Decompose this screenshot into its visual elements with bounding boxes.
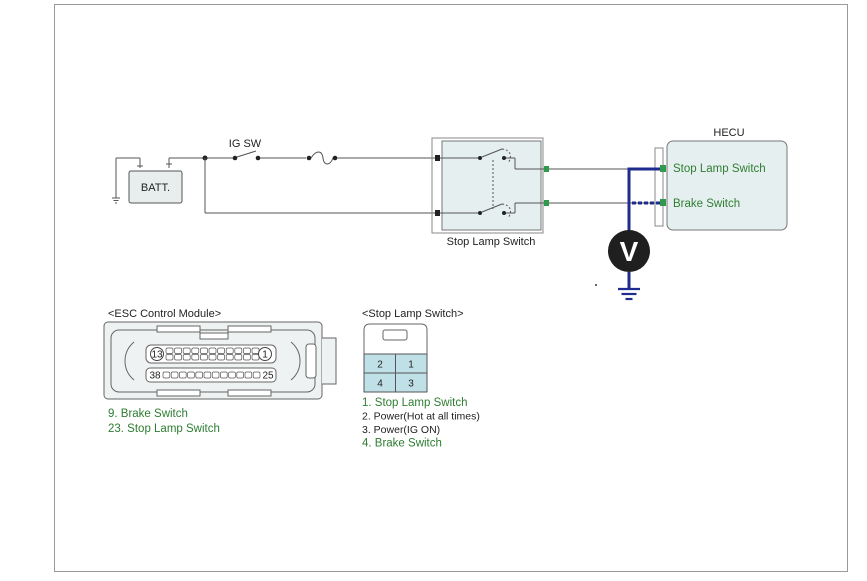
esc-pin-row-top (165, 347, 260, 361)
esc-pin-cavity (220, 371, 228, 379)
esc-pin-cavity (174, 347, 182, 354)
esc-pin-cavity (244, 371, 253, 379)
esc-pin-cavity (182, 354, 191, 361)
terminal-green (660, 165, 666, 172)
esc-pin-cavity (234, 354, 243, 361)
esc-pin-cavity (251, 347, 260, 354)
esc-pin-cavity (252, 371, 261, 379)
esc-pin-38: 38 (149, 371, 161, 382)
esc-pin-cavity (195, 371, 203, 379)
esc-pin-cavity (162, 371, 171, 379)
esc-pin-cavity (228, 371, 236, 379)
esc-pin-cavity (251, 354, 260, 361)
stop-lamp-connector-notes: 1. Stop Lamp Switch 2. Power(Hot at all t… (362, 397, 480, 450)
esc-pin-cavity (191, 347, 200, 354)
slc-pin-3 (395, 372, 428, 393)
stop-lamp-connector-title: <Stop Lamp Switch> (362, 308, 464, 320)
voltmeter-icon (608, 230, 650, 272)
stop-lamp-note: 2. Power(Hot at all times) (362, 411, 480, 423)
esc-pin-cavity (174, 354, 182, 361)
esc-pin-cavity (200, 347, 208, 354)
hecu: HECU Stop Lamp Switch Brake Switch (654, 127, 788, 231)
esc-pin-cavity (208, 347, 217, 354)
esc-pin-cavity (170, 371, 179, 379)
esc-pin-cavity (203, 371, 212, 379)
terminal-green (660, 199, 666, 206)
stop-lamp-switch-shadow (431, 137, 544, 234)
stop-lamp-switch: Stop Lamp Switch (431, 137, 549, 248)
slc-pin-3-label: 3 (408, 379, 414, 390)
ig-switch-label: IG SW (229, 138, 262, 150)
stop-lamp-note: 1. Stop Lamp Switch (362, 397, 467, 409)
esc-pin-cavity (208, 354, 217, 361)
esc-note-2: 23. Stop Lamp Switch (108, 423, 220, 435)
esc-pin-cavity (243, 354, 251, 361)
battery: BATT. (112, 157, 183, 204)
voltmeter-symbol: V (620, 236, 639, 267)
hecu-pin-brake: Brake Switch (673, 198, 740, 210)
stop-lamp-switch-label: Stop Lamp Switch (447, 236, 536, 248)
esc-note-1: 9. Brake Switch (108, 408, 188, 420)
esc-pin-cavity (191, 354, 200, 361)
esc-pin-cavity (165, 354, 174, 361)
hecu-body (666, 140, 788, 231)
esc-connector: <ESC Control Module> 13 1 38 25 9. Brake… (103, 308, 337, 435)
esc-pin-cavity (165, 347, 174, 354)
page-frame (54, 4, 848, 572)
terminal-green (544, 200, 549, 206)
esc-pin-1: 1 (262, 350, 268, 361)
hecu-pin-stop-lamp: Stop Lamp Switch (673, 163, 766, 175)
esc-pin-row-bottom (162, 371, 261, 379)
esc-pin-cavity (179, 371, 187, 379)
slc-pin-2-label: 2 (377, 360, 383, 371)
voltmeter-probe: V (608, 167, 660, 301)
slc-pin-4-label: 4 (377, 379, 383, 390)
esc-pin-cavity (243, 347, 251, 354)
ig-switch: IG SW (229, 138, 262, 161)
stray-dot (595, 284, 597, 286)
stop-lamp-connector: <Stop Lamp Switch> 2 1 4 3 1. Stop Lamp … (362, 308, 480, 450)
esc-pin-cavity (211, 371, 220, 379)
esc-pin-cavity (187, 371, 195, 379)
hecu-shadow (654, 147, 664, 227)
esc-pin-cavity (217, 354, 225, 361)
esc-pin-cavity (234, 347, 243, 354)
esc-pin-cavity (236, 371, 244, 379)
esc-pin-cavity (225, 347, 234, 354)
hecu-title: HECU (713, 127, 744, 139)
fuse (306, 151, 338, 165)
stop-lamp-switch-body (441, 140, 542, 231)
slc-pin-1-label: 1 (408, 360, 414, 371)
battery-box (128, 170, 183, 204)
esc-pin-cavity (217, 347, 225, 354)
esc-connector-title: <ESC Control Module> (108, 308, 221, 320)
esc-pin-cavity (182, 347, 191, 354)
esc-pin-13: 13 (151, 350, 163, 361)
terminal-green (544, 166, 549, 172)
stop-lamp-note: 4. Brake Switch (362, 438, 442, 450)
battery-label: BATT. (141, 182, 170, 194)
esc-pin-cavity (200, 354, 208, 361)
esc-pin-cavity (225, 354, 234, 361)
esc-pin-25: 25 (262, 371, 274, 382)
stop-lamp-note: 3. Power(IG ON) (362, 424, 440, 436)
